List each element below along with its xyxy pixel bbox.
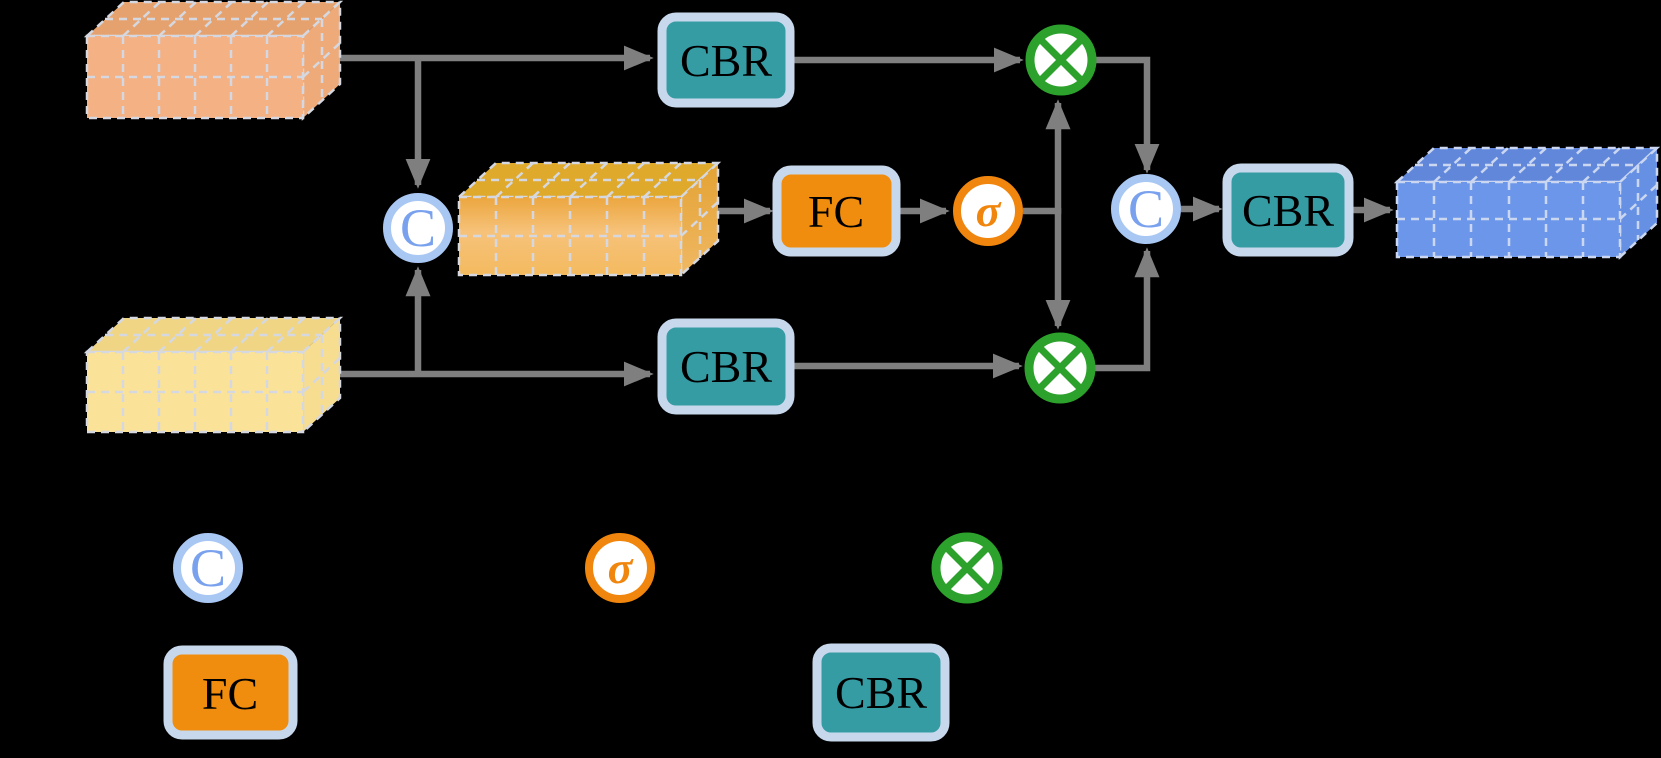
cube-grid [1397, 147, 1658, 257]
cbr-top-label: CBR [680, 35, 772, 86]
fc-box: FC [772, 165, 901, 257]
legend-concat-symbol: C [173, 533, 243, 603]
fc-label: FC [808, 186, 864, 237]
multiply-icon [1037, 345, 1083, 391]
cbr-output-box: CBR [1222, 163, 1354, 257]
output-feature-cube [1393, 145, 1661, 260]
legend-cbr-label: CBR [835, 667, 927, 718]
legend-multiply-symbol [931, 532, 1003, 604]
multiply-top-node [1025, 24, 1097, 96]
legend: C σ FC CBR [163, 532, 1003, 742]
multiply-bottom-node [1024, 332, 1096, 404]
concat-feature-cube [455, 160, 722, 278]
legend-cbr-symbol: CBR [812, 643, 950, 742]
legend-fc-label: FC [202, 668, 258, 719]
cube-grid [87, 1, 341, 118]
multiply-icon [1038, 37, 1084, 83]
flow-arrows [322, 45, 1394, 387]
legend-concat-label: C [190, 538, 226, 598]
cbr-output-label: CBR [1242, 185, 1334, 236]
concat-right-label: C [1128, 179, 1164, 239]
input-feature-cube-bottom [83, 315, 344, 435]
concat-left-node: C [383, 193, 453, 263]
cube-grid [87, 317, 341, 432]
cbr-bottom-box: CBR [657, 318, 795, 415]
cbr-top-box: CBR [657, 12, 795, 108]
legend-fc-symbol: FC [163, 645, 298, 740]
concat-right-node: C [1111, 174, 1181, 244]
cube-grid [459, 162, 719, 275]
legend-sigmoid-label: σ [608, 542, 634, 593]
concat-left-label: C [400, 198, 436, 258]
sigmoid-node: σ [953, 176, 1023, 246]
arrow-multiplybottom-to-concatright [1095, 247, 1160, 372]
sigmoid-label: σ [976, 185, 1002, 236]
input-feature-cube-top [83, 0, 344, 121]
legend-sigmoid-symbol: σ [585, 533, 655, 603]
multiply-icon [944, 545, 990, 591]
cbr-bottom-label: CBR [680, 341, 772, 392]
arrow-multiplytop-to-concatright [1096, 56, 1160, 174]
